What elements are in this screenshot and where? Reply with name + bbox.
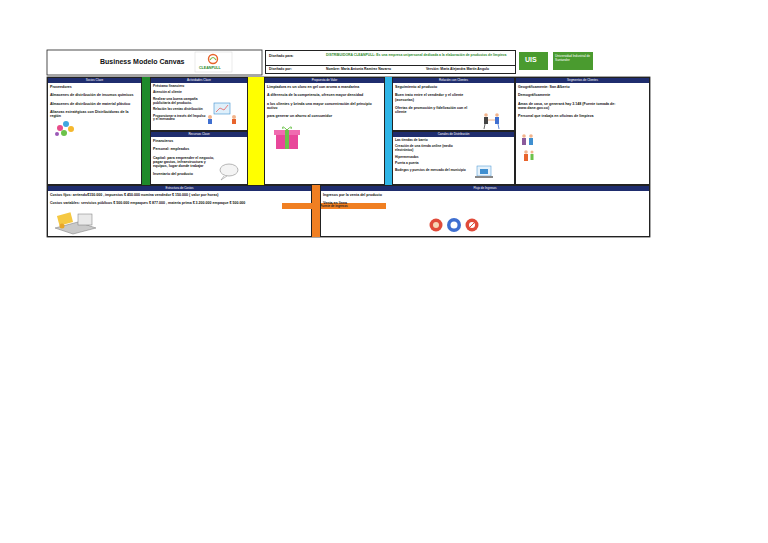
costs-block: Estructura de CostosCostos fijos: arrien… — [47, 185, 312, 237]
info-box: Diseñado para:DISTRIBUIDORA CLEANPULL: E… — [265, 50, 516, 74]
block-text: Puerta a puerta — [395, 162, 472, 166]
channels-block: Canales de DistribuciónLas tiendas de ba… — [392, 131, 515, 185]
block-text: Almacenes de distribución de material pl… — [50, 102, 138, 106]
uis-wordmark — [553, 52, 593, 70]
university-name: Universidad Industrial de Santander — [555, 55, 591, 63]
block-text: Atención al cliente — [153, 91, 207, 95]
block-heading: Canales de Distribución — [393, 132, 514, 137]
block-text: Seguimiento al producto — [395, 85, 478, 89]
block-text: Limpiadora es un cloro en gel con aroma … — [267, 85, 381, 89]
logo-text: UIS — [525, 56, 537, 64]
block-body: FinancierosPersonal: empleadosCapital: p… — [153, 139, 215, 183]
block-text: Préstamo financiero — [153, 85, 207, 89]
customers-icon — [522, 134, 534, 161]
info-text: Versión: María Alejandra Martín Angulo — [426, 67, 516, 71]
block-text: Personal: empleados — [153, 147, 215, 151]
block-text: Costos fijos: arriendo$150.000 , impuest… — [50, 193, 308, 197]
orange-bar — [312, 185, 320, 237]
block-text: a los clientes y brinda una mayor concen… — [267, 102, 381, 111]
activities-block: Actividades ClavePréstamo financieroAten… — [150, 77, 248, 131]
gift-icon — [274, 127, 300, 149]
block-body: Seguimiento al productoBuen trato entre … — [395, 85, 478, 129]
block-text: para generar un ahorro al consumidor — [267, 114, 381, 118]
block-text: Buen trato entre el vendedor y el client… — [395, 93, 478, 102]
block-text: Creación de una tienda online (medio ele… — [395, 145, 472, 153]
block-body: Geográficamente: San AlbertoDemográficam… — [518, 85, 646, 183]
block-text: Costos variables: servicios públicos $ 5… — [50, 201, 308, 205]
block-heading: Socios Clave — [48, 78, 141, 83]
resources-icon — [220, 164, 238, 180]
block-text: Las tiendas de barrio — [395, 139, 472, 143]
info-text: Nombre: María Antonia Ramírez Navarro — [326, 67, 426, 71]
segments-block: Segmentos de ClientesGeográficamente: Sa… — [515, 77, 650, 185]
block-text: Proveedores — [50, 85, 138, 89]
channels-icon — [475, 166, 493, 178]
green-bar — [142, 77, 150, 185]
block-heading: Recursos Clave — [151, 132, 247, 137]
block-body: ProveedoresAlmacenes de distribución de … — [50, 85, 138, 183]
block-heading: Segmentos de Clientes — [516, 78, 649, 83]
partners-icon — [55, 121, 74, 136]
value-block: Propuesta de ValorLimpiadora es un cloro… — [264, 77, 385, 185]
block-text: Ofertas de promoción y fidelización con … — [395, 106, 478, 115]
block-text: Bodegas y puestos de mercado del municip… — [395, 169, 472, 173]
relations-block: Relación con ClientesSeguimiento al prod… — [392, 77, 515, 131]
block-heading: Flujo de Ingresos — [321, 186, 649, 191]
block-heading: Estructura de Costos — [48, 186, 311, 191]
block-body: Las tiendas de barrioCreación de una tie… — [395, 139, 472, 183]
partners-block: Socios ClaveProveedoresAlmacenes de dist… — [47, 77, 142, 185]
activities-icon — [208, 103, 236, 124]
block-text: Inventario del producto — [153, 172, 215, 176]
cleanpull-logo — [195, 52, 232, 72]
block-text: Hipermercados — [395, 156, 472, 160]
block-text: Capital: para emprender el negocio, paga… — [153, 156, 215, 169]
uis-logo — [519, 52, 548, 70]
block-text: Proporcionar a través del Impulso y el m… — [153, 115, 207, 123]
info-text: DISTRIBUIDORA CLEANPULL: Es una empresa … — [326, 53, 514, 57]
block-text: Almacenes de distribución de insumos quí… — [50, 93, 138, 97]
revenue-icon — [430, 218, 479, 232]
block-text: Realizar una buena campaña publicitaria … — [153, 98, 207, 106]
cyan-bar — [385, 77, 392, 185]
revenue-block: Flujo de IngresosIngresos por la venta d… — [320, 185, 650, 237]
block-heading: Relación con Clientes — [393, 78, 514, 83]
canvas-frame — [47, 77, 650, 237]
block-body: Préstamo financieroAtención al clienteRe… — [153, 85, 207, 129]
info-divider — [266, 65, 515, 66]
block-text: Venta en línea — [323, 201, 646, 205]
block-text: Demográficamente — [518, 93, 646, 97]
block-text: Financieros — [153, 139, 215, 143]
canvas-title: Business Modelo Canvas — [100, 58, 184, 65]
block-text: Relación las ventas distribución — [153, 108, 207, 112]
block-heading: Propuesta de Valor — [265, 78, 384, 83]
costs-icon — [55, 212, 96, 234]
info-text: Diseñado para: — [269, 54, 324, 58]
logo-text: CLEANPULL — [199, 66, 221, 70]
block-text: Amas de casa, se generará hay 3.148 (Fue… — [518, 102, 646, 111]
block-body: Limpiadora es un cloro en gel con aroma … — [267, 85, 381, 183]
block-body: Costos fijos: arriendo$150.000 , impuest… — [50, 193, 308, 235]
info-text: Diseñado por: — [269, 67, 324, 71]
block-text: Ingresos por la venta del producto — [323, 193, 646, 197]
block-text: Personal que trabaja en oficinas de limp… — [518, 114, 646, 118]
block-body: Ingresos por la venta del productoVenta … — [323, 193, 646, 235]
block-text: Alianzas estratégicas con Distribuidoras… — [50, 110, 138, 119]
block-text: A diferencia de la competencia, ofrecen … — [267, 93, 381, 97]
resources-block: Recursos ClaveFinancierosPersonal: emple… — [150, 131, 248, 185]
yellow-bar — [248, 77, 264, 185]
block-heading: Actividades Clave — [151, 78, 247, 83]
title-frame — [47, 50, 262, 75]
block-text: Geográficamente: San Alberto — [518, 85, 646, 89]
handshake-icon — [484, 113, 499, 129]
